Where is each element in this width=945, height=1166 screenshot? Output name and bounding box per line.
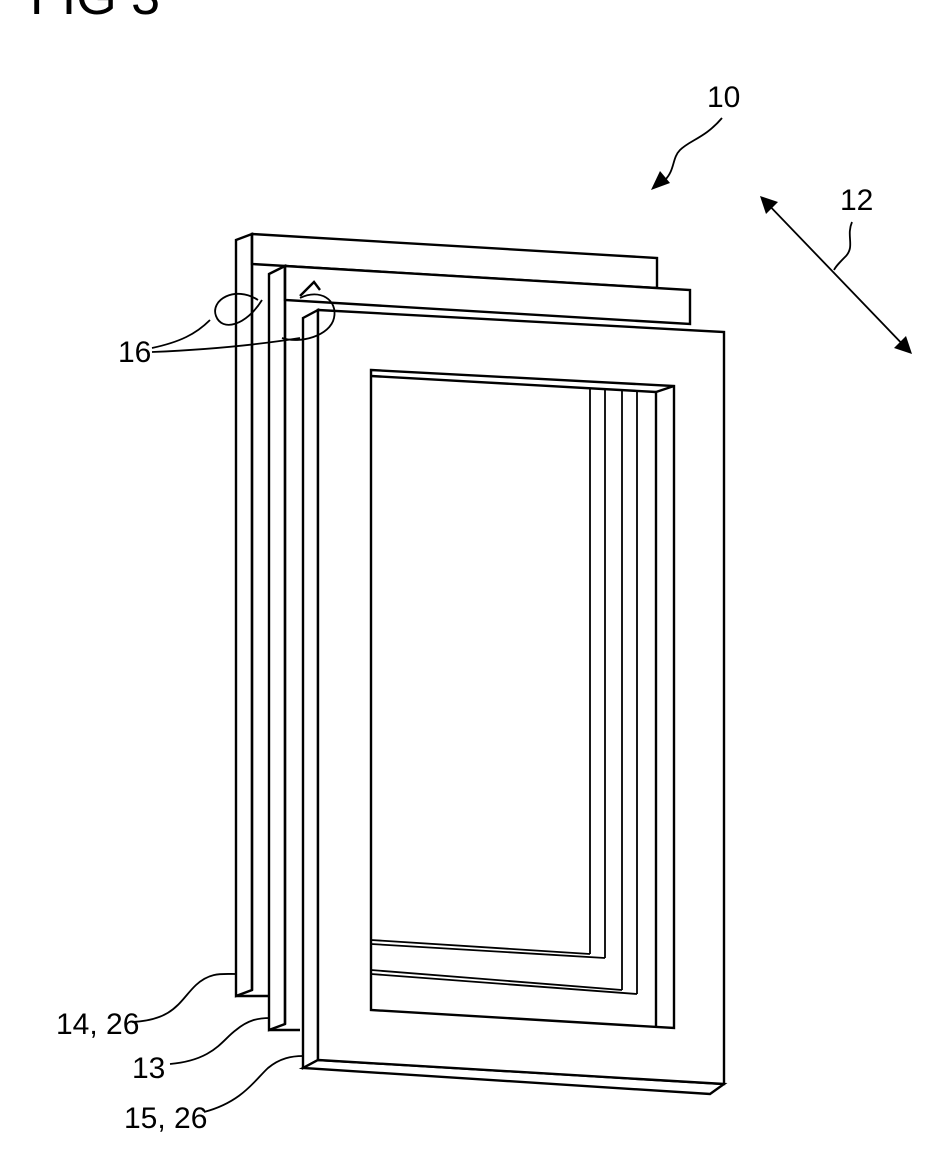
front-panel-side-edge bbox=[303, 310, 318, 1068]
label-layer-front: 15, 26 bbox=[124, 1102, 207, 1135]
figure-title: FIG 3 bbox=[30, 0, 160, 26]
label-hinge: 16 bbox=[118, 336, 151, 369]
arrow-10-head bbox=[651, 171, 670, 190]
label-assembly: 10 bbox=[707, 81, 740, 114]
label-layer-middle: 13 bbox=[132, 1052, 165, 1085]
label-direction: 12 bbox=[840, 184, 873, 217]
back-panel-side-edge bbox=[236, 234, 252, 996]
label-layer-back: 14, 26 bbox=[56, 1008, 139, 1041]
front-panel-window bbox=[371, 370, 674, 1028]
middle-panel-side-edge bbox=[269, 266, 285, 1030]
front-panel bbox=[303, 310, 724, 1094]
